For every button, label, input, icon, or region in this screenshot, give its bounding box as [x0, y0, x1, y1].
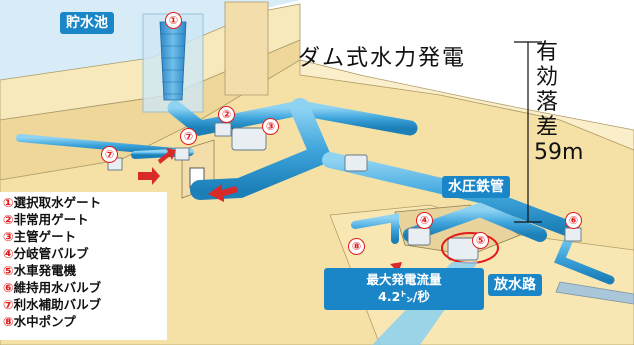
mid-valve-unit [344, 154, 368, 172]
marker-3: ③ [262, 118, 279, 135]
marker-4: ④ [416, 212, 433, 229]
turbine-generator-unit [447, 237, 479, 261]
flow-arrow [158, 148, 176, 164]
branch-valve-unit [407, 227, 431, 246]
marker-7-upper: ⑦ [180, 128, 197, 145]
main-gate-unit [231, 127, 267, 151]
marker-5: ⑤ [472, 232, 489, 249]
emergency-gate-unit [214, 122, 232, 137]
intake-block [224, 1, 269, 96]
bypass-pipe [351, 213, 399, 244]
legend-item: ①選択取水ゲート [3, 195, 102, 210]
max-flow-value: 4.2㌧/秒 [378, 289, 430, 304]
flow-arrow [138, 167, 160, 185]
legend-item: ⑧水中ポンプ [3, 314, 76, 329]
tailrace-channel [555, 281, 634, 305]
effective-head-label: 有効落差59m [534, 40, 584, 165]
diagram-title: ダム式水力発電 [298, 46, 467, 71]
marker-8: ⑧ [348, 238, 365, 255]
tailrace-label: 放水路 [488, 274, 542, 296]
branch-to-turbine [403, 202, 547, 242]
penstock-label: 水圧鉄管 [442, 176, 510, 198]
legend-item: ⑤水車発電機 [3, 263, 77, 278]
legend-item: ⑦利水補助バルブ [3, 297, 102, 312]
valve-units [107, 122, 582, 261]
marker-2: ② [218, 106, 235, 123]
intake-tower-rings [160, 33, 186, 95]
flow-arrow [208, 184, 238, 202]
left-branch-pipe [16, 134, 179, 156]
head-bracket [514, 41, 542, 223]
marker-1: ① [165, 12, 182, 29]
marker-7-left: ⑦ [101, 146, 118, 163]
legend-item: ②非常用ゲート [3, 212, 89, 227]
aux-valve-unit [174, 147, 190, 161]
legend: ①選択取水ゲート ②非常用ゲート ③主管ゲート ④分岐管バルブ ⑤水車発電機 ⑥… [0, 192, 167, 340]
max-flow-box: 最大発電流量 4.2㌧/秒 [324, 268, 484, 310]
legend-item: ⑥維持用水バルブ [3, 280, 102, 295]
legend-item: ④分岐管バルブ [3, 246, 89, 261]
upper-step [299, 59, 634, 151]
max-flow-label: 最大発電流量 [366, 272, 442, 287]
penstock-upper [167, 100, 418, 137]
reservoir-label: 貯水池 [60, 12, 114, 34]
legend-item: ③主管ゲート [3, 229, 77, 244]
maintenance-valve-unit [564, 227, 582, 242]
marker-6: ⑥ [565, 212, 582, 229]
